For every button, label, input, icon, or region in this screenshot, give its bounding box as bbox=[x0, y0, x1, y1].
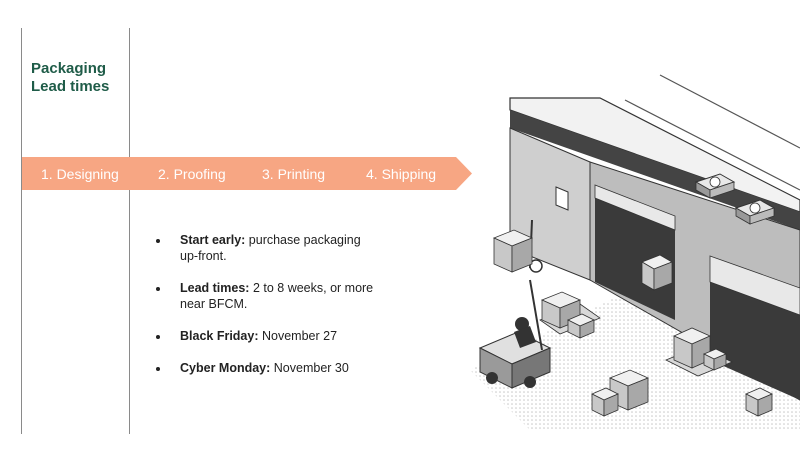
bullet-text: 2 to 8 weeks, or more near BFCM. bbox=[180, 281, 374, 311]
bullet-item: Lead times: 2 to 8 weeks, or more near B… bbox=[154, 280, 374, 312]
step-designing: 1. Designing bbox=[41, 166, 119, 182]
arrow-shape bbox=[22, 157, 472, 190]
column-divider-line bbox=[129, 28, 130, 434]
bullet-text: purchase packaging up-front. bbox=[180, 233, 361, 263]
bullet-text: November 27 bbox=[258, 329, 338, 343]
slide-title: Packaging Lead times bbox=[31, 60, 109, 96]
process-arrow: 1. Designing 2. Proofing 3. Printing 4. … bbox=[22, 157, 472, 190]
step-proofing: 2. Proofing bbox=[158, 166, 226, 182]
warehouse-illustration-icon bbox=[470, 74, 800, 430]
bullet-item: Cyber Monday: November 30 bbox=[154, 360, 374, 376]
title-line-2: Lead times bbox=[31, 78, 110, 95]
left-divider-line bbox=[21, 28, 22, 434]
bullet-label: Lead times: bbox=[180, 281, 250, 295]
bullet-item: Start early: purchase packaging up-front… bbox=[154, 232, 374, 264]
bullet-label: Start early: bbox=[180, 233, 246, 247]
step-printing: 3. Printing bbox=[262, 166, 326, 182]
step-shipping: 4. Shipping bbox=[366, 166, 437, 182]
bullet-list: Start early: purchase packaging up-front… bbox=[154, 232, 374, 392]
bullet-label: Black Friday: bbox=[180, 329, 259, 343]
title-line-1: Packaging bbox=[31, 60, 107, 77]
warehouse-forklift-illustration bbox=[470, 70, 800, 435]
bullet-item: Black Friday: November 27 bbox=[154, 328, 374, 344]
bullet-text: November 30 bbox=[270, 361, 349, 375]
bullet-label: Cyber Monday: bbox=[180, 361, 271, 375]
